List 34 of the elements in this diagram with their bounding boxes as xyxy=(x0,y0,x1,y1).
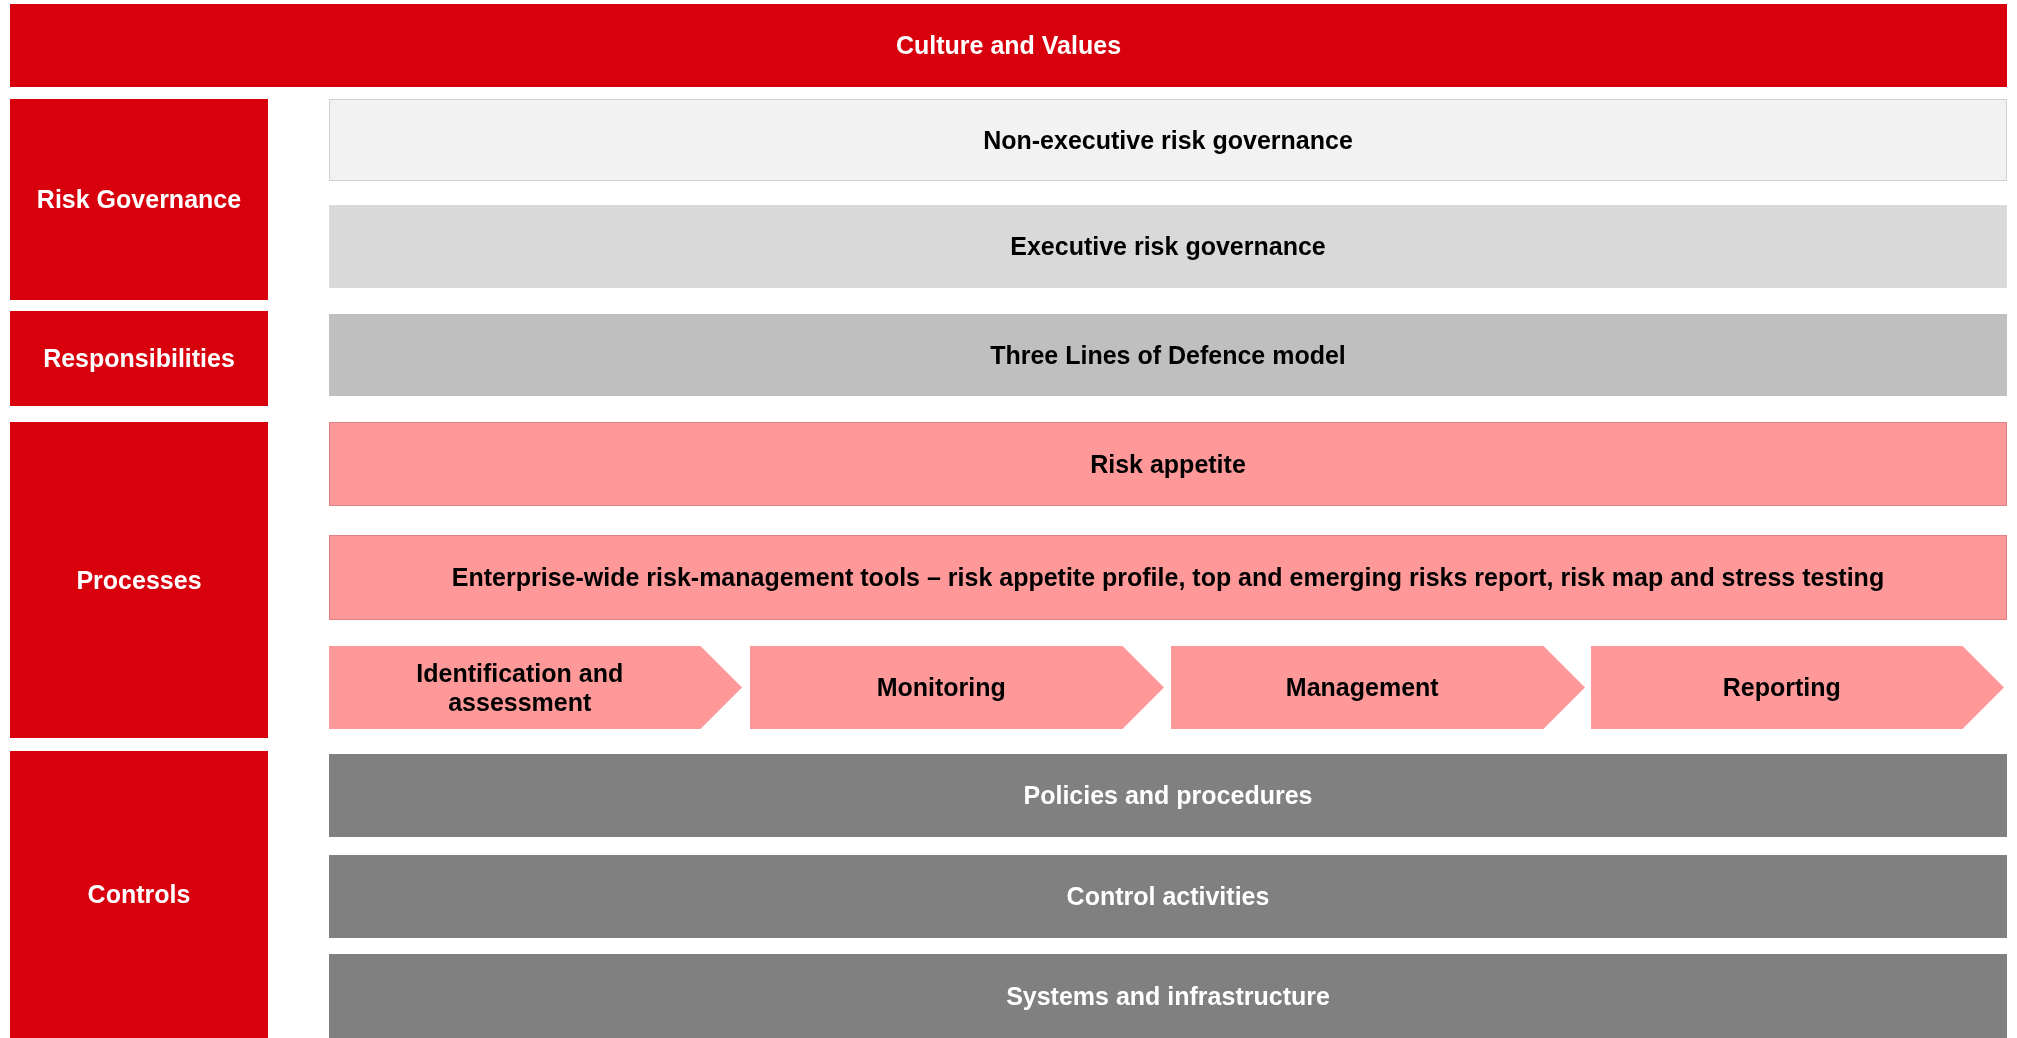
node-label: Controls xyxy=(87,880,191,909)
layer-band xyxy=(329,99,2007,181)
process-step xyxy=(329,646,742,729)
category-panel xyxy=(10,99,268,300)
process-step xyxy=(1591,646,2004,729)
node-label: Processes xyxy=(76,565,202,595)
node-label: Risk Governance xyxy=(36,185,242,214)
layer-band xyxy=(329,535,2007,620)
layer-band xyxy=(329,422,2007,506)
category-panel xyxy=(10,751,268,1038)
node-label: Executive risk governance xyxy=(1010,232,1326,261)
category-panel xyxy=(10,422,268,738)
node-label: Risk appetite xyxy=(1090,449,1246,479)
node-label: Monitoring xyxy=(876,673,1006,702)
node-label: Responsibilities xyxy=(43,344,235,373)
node-label: Enterprise-wide risk-management tools – risk appetite profile, top and emerging risks report, risk map and stress testing xyxy=(451,563,1885,592)
layer-band xyxy=(329,205,2007,288)
node-label: Policies and procedures xyxy=(1023,781,1313,810)
node-label: Management xyxy=(1285,673,1439,702)
node-label: Control activities xyxy=(1066,882,1270,911)
node-label: Identification and assessment xyxy=(415,658,625,717)
layer-band xyxy=(329,314,2007,396)
process-step xyxy=(1171,646,1585,729)
node-label: Three Lines of Defence model xyxy=(990,340,1346,370)
node-label: Systems and infrastructure xyxy=(1006,981,1330,1011)
layer-band xyxy=(329,754,2007,837)
process-step xyxy=(750,646,1164,729)
layer-band xyxy=(329,855,2007,938)
category-panel xyxy=(10,311,268,406)
heading-band xyxy=(10,4,2007,87)
node-label: Reporting xyxy=(1722,673,1841,702)
node-label: Non-executive risk governance xyxy=(983,125,1353,155)
layer-band xyxy=(329,954,2007,1038)
node-label: Culture and Values xyxy=(895,31,1122,60)
